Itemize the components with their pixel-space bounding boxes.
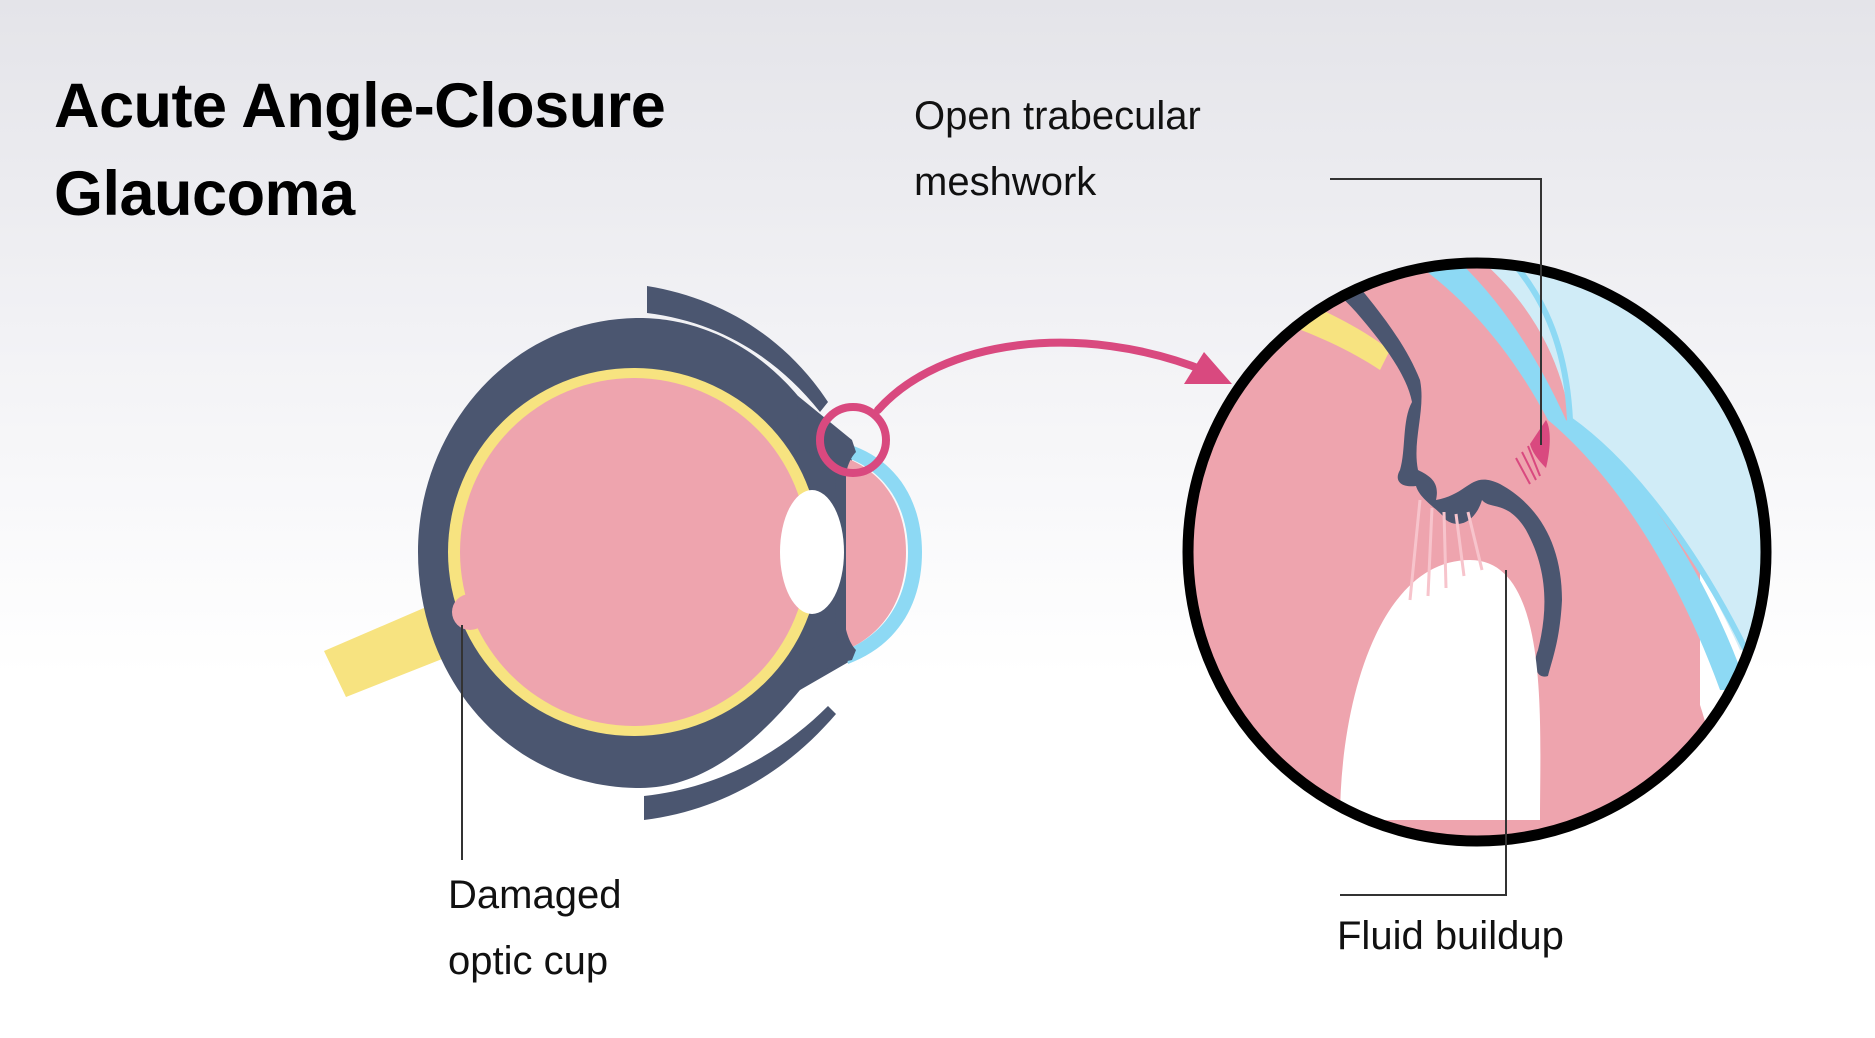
label-meshwork-line-1: Open trabecular bbox=[914, 94, 1201, 138]
leader-meshwork bbox=[1330, 178, 1542, 445]
label-optic-line-1: Damaged bbox=[448, 873, 622, 917]
label-open-trabecular-meshwork: Open trabecular meshwork bbox=[914, 83, 1201, 215]
zoom-arrowhead bbox=[1184, 352, 1232, 384]
label-damaged-optic-cup: Damaged optic cup bbox=[448, 862, 621, 994]
label-optic-line-2: optic cup bbox=[448, 939, 609, 983]
cornea bbox=[846, 444, 922, 664]
magnifier-ring bbox=[816, 403, 890, 477]
magnified-cornea bbox=[1360, 263, 1748, 690]
lens bbox=[780, 490, 844, 614]
eye-cross-section bbox=[324, 286, 922, 820]
iris-lower bbox=[798, 584, 856, 690]
vitreous-body bbox=[460, 378, 808, 726]
magnified-view bbox=[1182, 257, 1772, 847]
anterior-chamber bbox=[846, 458, 906, 650]
magnified-lens bbox=[1340, 560, 1541, 820]
label-meshwork-line-2: meshwork bbox=[914, 160, 1097, 204]
title-line-2: Glaucoma bbox=[54, 159, 355, 229]
trabecular-meshwork bbox=[1530, 420, 1550, 468]
magnified-outline bbox=[1182, 257, 1772, 847]
lower-eyelid bbox=[644, 706, 836, 820]
title-line-1: Acute Angle-Closure bbox=[54, 71, 666, 141]
magnified-cornea-trim bbox=[1478, 263, 1763, 682]
label-fluid-buildup: Fluid buildup bbox=[1337, 903, 1564, 969]
optic-cup bbox=[452, 594, 488, 630]
zonule-fibers bbox=[1408, 499, 1484, 601]
zoom-arrow bbox=[874, 338, 1212, 414]
trabecular-fibers bbox=[1515, 445, 1541, 485]
label-fluid-text: Fluid buildup bbox=[1337, 914, 1564, 958]
upper-eyelid bbox=[647, 286, 828, 412]
leader-fluid bbox=[1340, 570, 1507, 896]
diagram-title: Acute Angle-Closure Glaucoma bbox=[54, 62, 854, 238]
